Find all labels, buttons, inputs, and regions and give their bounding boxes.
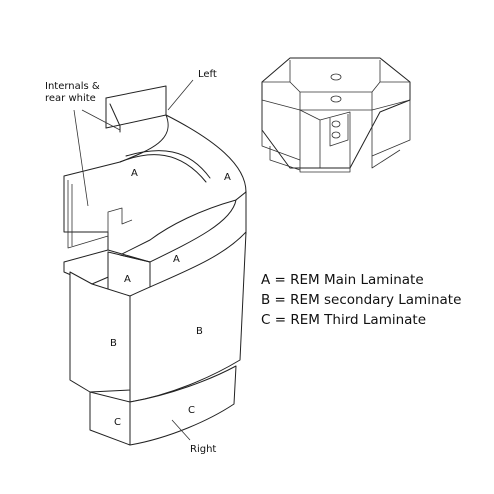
internal-rear-panel	[67, 180, 133, 249]
face-label: A	[131, 168, 138, 179]
legend-item-b: B = REM secondary Laminate	[261, 292, 462, 308]
face-label: B	[196, 326, 203, 337]
face-label: C	[188, 405, 195, 416]
plinth-end	[89, 391, 131, 446]
rear-upright-panel	[105, 85, 167, 129]
face-label: B	[110, 338, 117, 349]
plinth-curved	[129, 365, 237, 446]
face-label: A	[124, 274, 131, 285]
laminate-legend: A = REM Main Laminate B = REM secondary …	[261, 270, 461, 330]
face-label: A	[173, 254, 180, 265]
annotation-rear-white: rear white	[45, 93, 96, 104]
rear-view-thumbnail	[261, 57, 411, 173]
face-label: C	[114, 417, 121, 428]
annotation-leaders	[73, 79, 194, 441]
legend-item-a: A = REM Main Laminate	[261, 272, 424, 288]
annotation-internals: Internals &	[45, 81, 100, 92]
main-desk	[63, 85, 247, 446]
annotation-left: Left	[198, 69, 217, 80]
annotation-right: Right	[190, 444, 216, 455]
face-label: A	[224, 172, 231, 183]
legend-item-c: C = REM Third Laminate	[261, 312, 427, 328]
